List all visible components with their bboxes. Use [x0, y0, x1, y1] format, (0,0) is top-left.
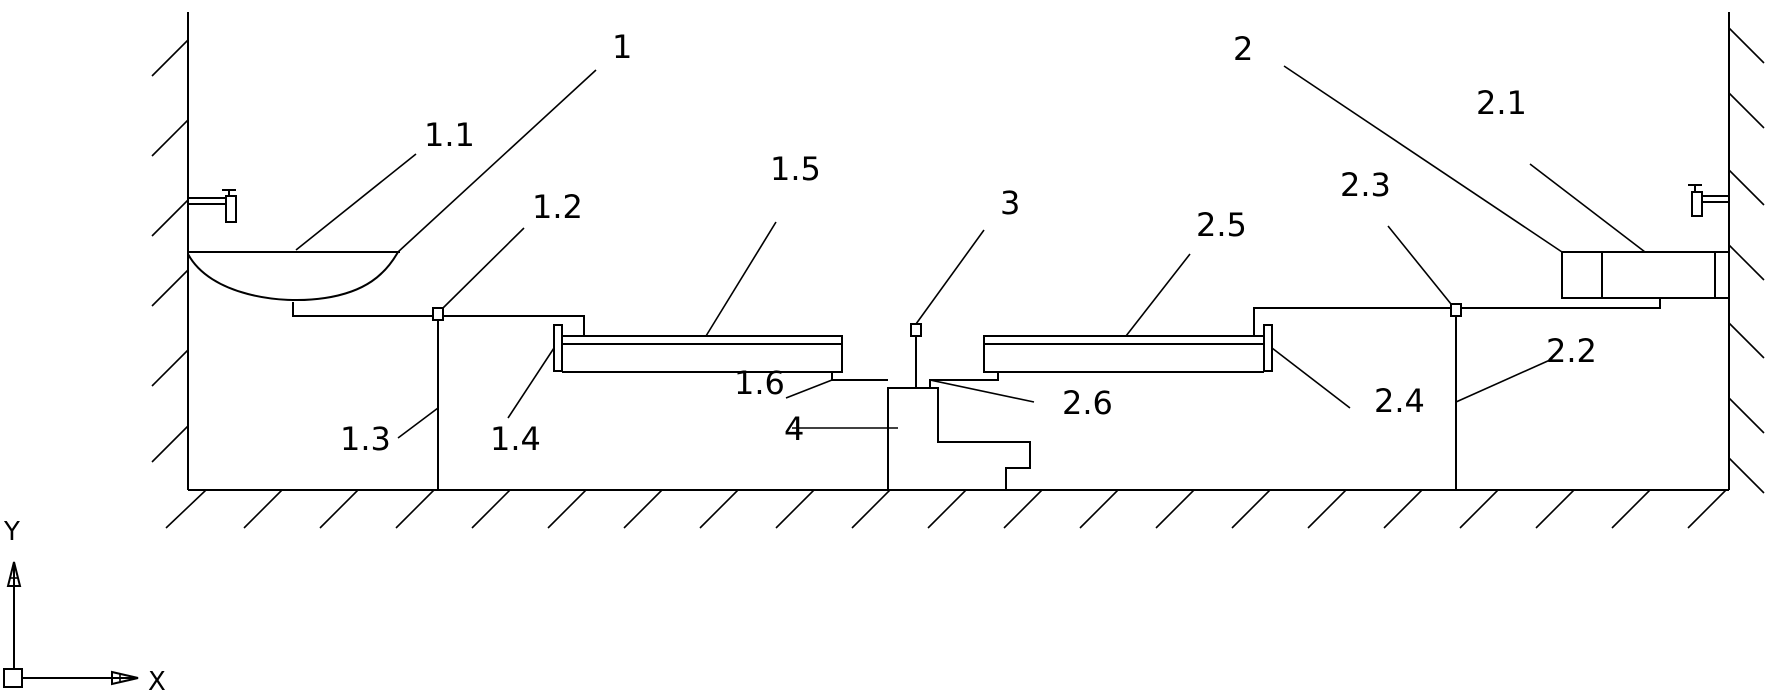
y-axis-label: Y: [3, 517, 20, 547]
left-wash-basin: [187, 251, 585, 336]
label-1-1: 1.1: [424, 116, 475, 154]
label-2-4: 2.4: [1374, 382, 1425, 420]
label-1-2: 1.2: [532, 188, 583, 226]
center-fixture: [887, 323, 1031, 490]
right-valve-and-pipe: [1253, 298, 1661, 490]
right-container: [1561, 251, 1730, 299]
label-1-4: 1.4: [490, 420, 541, 458]
label-4: 4: [784, 410, 804, 448]
left-tray: [553, 324, 888, 381]
label-2-3: 2.3: [1340, 166, 1391, 204]
label-1-6: 1.6: [734, 364, 785, 402]
part-labels: 1 1.1 1.2 1.3 1.4 1.5 1.6 2 2.1 2.2 2.3 …: [340, 28, 1597, 458]
left-wall: [151, 12, 189, 490]
floor: [165, 489, 1729, 529]
left-valve-and-pipe: [432, 307, 444, 490]
left-faucet-icon: [188, 189, 237, 223]
label-1-3: 1.3: [340, 420, 391, 458]
x-axis-label: X: [148, 667, 166, 696]
label-2-5: 2.5: [1196, 206, 1247, 244]
label-2-6: 2.6: [1062, 384, 1113, 422]
label-2: 2: [1233, 30, 1253, 68]
right-wall: [1728, 12, 1765, 494]
label-1-5: 1.5: [770, 150, 821, 188]
ucs-axes-icon: Y X: [3, 517, 166, 696]
leader-lines: [295, 65, 1646, 439]
label-2-1: 2.1: [1476, 84, 1527, 122]
label-1: 1: [612, 28, 632, 66]
right-faucet-icon: [1688, 184, 1729, 217]
label-2-2: 2.2: [1546, 332, 1597, 370]
label-3: 3: [1000, 184, 1020, 222]
right-tray: [929, 324, 1273, 388]
